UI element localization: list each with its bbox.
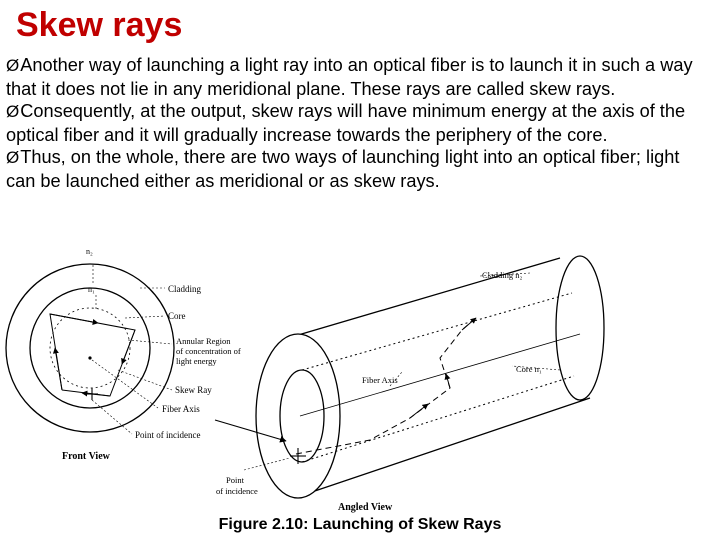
bullet-text: Thus, on the whole, there are two ways o… [6,147,680,191]
bullet-item: ØThus, on the whole, there are two ways … [6,146,712,192]
leader-line [389,371,403,387]
leader-line [117,369,173,391]
leader-line [91,359,159,409]
front-face-core [279,369,325,463]
skew-rays-figure: n₂ n₁ Cladding Core Annular Region of co… [5,248,605,513]
bullet-list: ØAnother way of launching a light ray in… [6,54,712,192]
angled-view-diagram: Cladding n₂ Core n₁ Fiber Axis Point of … [214,255,605,513]
n1-label: n₁ [88,285,95,294]
point-of-incidence-label-angled: of incidence [216,486,258,496]
point-of-incidence-label-angled: Point [226,475,245,485]
leader-line [124,315,166,319]
cladding-n2-label: Cladding n₂ [482,270,523,280]
core-circle [29,287,151,409]
annular-region-circle [49,307,131,389]
core-n1-label: Core n₁ [516,364,542,374]
cladding-circle [5,263,175,433]
n2-label: n₂ [86,248,93,256]
arrow-bullet-icon: Ø [6,56,20,75]
cladding-label: Cladding [168,284,201,294]
fiber-axis-line [299,333,581,417]
angled-view-label: Angled View [338,502,393,513]
annular-region-label: light energy [176,356,217,366]
bullet-item: ØAnother way of launching a light ray in… [6,54,712,100]
core-label: Core [168,311,186,321]
fiber-axis-label-angled: Fiber Axis [362,375,398,385]
annular-region-label: Annular Region [176,336,231,346]
core-outline [301,292,573,371]
cylinder-back-face [555,255,605,401]
fiber-axis-label: Fiber Axis [162,404,200,414]
leader-line [511,365,561,371]
front-view-diagram: n₂ n₁ Cladding Core Annular Region of co… [5,248,241,462]
annular-region-label: of concentration of [176,346,241,356]
skew-ray-arrow [444,373,451,389]
bullet-text: Another way of launching a light ray int… [6,55,693,99]
skew-ray-arrow [49,313,99,325]
arrow-bullet-icon: Ø [6,102,20,121]
slide-title: Skew rays [16,6,183,44]
figure-caption: Figure 2.10: Launching of Skew Rays [218,516,502,533]
fiber-axis-dot [88,356,92,360]
leader-line [127,339,173,345]
skew-ray-path [49,313,136,397]
bullet-item: ØConsequently, at the output, skew rays … [6,100,712,146]
skew-ray-arrow [461,317,477,331]
skew-ray-arrow [52,347,63,391]
incident-ray-arrow [214,419,287,443]
arrow-bullet-icon: Ø [6,148,20,167]
skew-ray-arrow [121,329,136,365]
cylinder-outline [299,397,591,497]
skew-ray-label: Skew Ray [175,385,212,395]
front-view-label: Front View [62,451,111,462]
leader-line [91,399,133,435]
point-of-incidence-label: Point of incidence [135,430,200,440]
cylinder-outline [287,257,561,339]
bullet-text: Consequently, at the output, skew rays w… [6,101,686,145]
leader-line [479,272,531,277]
skew-ray-arrow [409,403,429,419]
